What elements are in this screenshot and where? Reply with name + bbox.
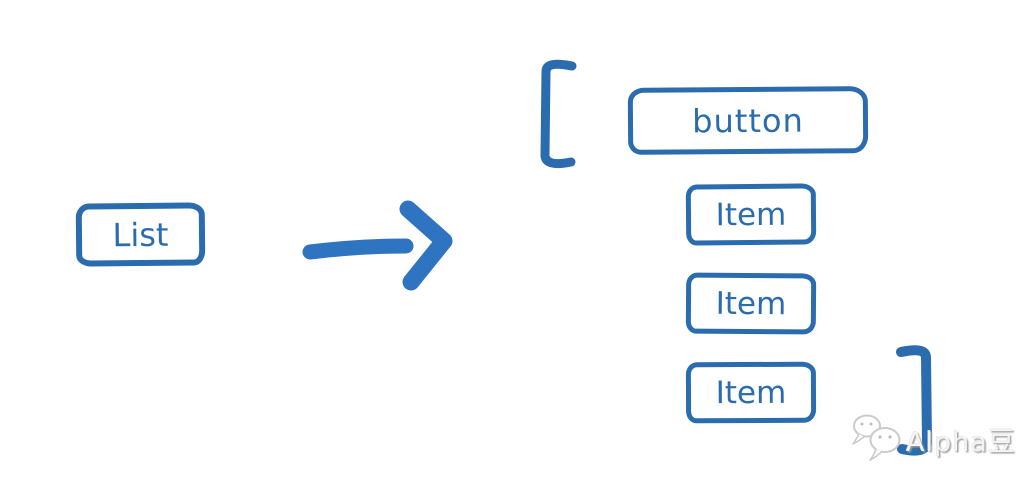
button-item-label: button — [692, 101, 804, 140]
watermark-text: Alpha豆 — [906, 426, 1016, 458]
item-box: Item — [685, 272, 817, 335]
item-box: Item — [685, 361, 817, 424]
button-item-box: button — [627, 86, 869, 155]
close-bracket-icon — [896, 345, 932, 456]
list-node-label: List — [112, 215, 169, 254]
open-bracket-icon — [540, 59, 577, 169]
right-arrow-icon — [302, 200, 453, 291]
item-label: Item — [715, 196, 787, 233]
item-label: Item — [715, 374, 787, 411]
watermark: Alpha豆 — [849, 413, 1016, 465]
item-label: Item — [715, 285, 787, 322]
item-box: Item — [685, 183, 817, 246]
list-node-box: List — [75, 202, 206, 267]
chat-bubbles-icon — [852, 414, 901, 461]
